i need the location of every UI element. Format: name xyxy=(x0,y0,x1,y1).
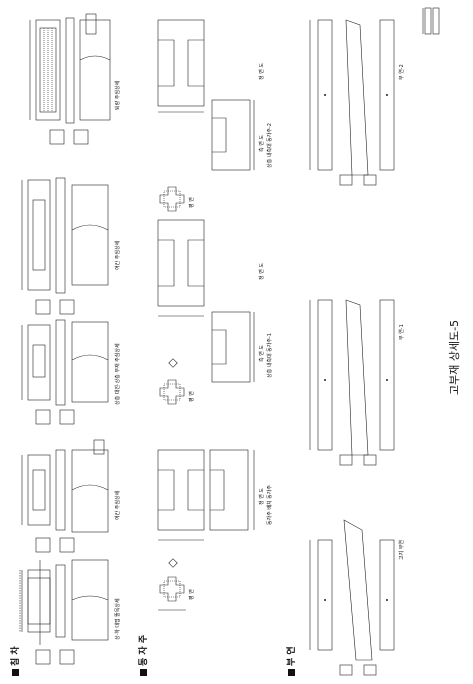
caption-post-front-2: 정 면 도 xyxy=(259,263,265,280)
caption-rafter-3: 부 연-2 xyxy=(399,64,405,80)
rafter-2 xyxy=(309,299,395,466)
rafter-detail xyxy=(422,7,440,35)
post-front-1 xyxy=(157,449,255,541)
post-front-2 xyxy=(157,219,255,383)
caption-tie-beam-3: 상층 대진·상층 부재 주심상세 xyxy=(115,343,121,405)
caption-post-group-3: 상층 내측대 동자주-2 xyxy=(267,123,273,168)
caption-tie-beam-2: 어칸 주심상세 xyxy=(115,490,121,520)
caption-rafter-1: 고지 부연 xyxy=(399,540,405,560)
caption-post-plan-3: 평 면 xyxy=(189,197,195,208)
caption-post-front-3: 정 면 도 xyxy=(259,63,265,80)
tie-beam-drawing-4 xyxy=(21,177,109,315)
section-header-tie-beam: 침 차 xyxy=(8,646,21,676)
caption-post-side-3: 측 면 도 xyxy=(259,135,265,152)
caption-post-plan-1: 평 면 xyxy=(189,589,195,600)
bullet-square-icon xyxy=(288,669,295,676)
caption-post-front-1: 정 면 도 xyxy=(259,488,265,505)
post-front-3 xyxy=(157,19,255,171)
rafter-3 xyxy=(309,19,395,186)
rafter-1 xyxy=(309,519,395,676)
rafter-marks xyxy=(324,94,388,601)
section-header-post: 동 자 주 xyxy=(136,635,149,676)
page-title: 고부재 상세도-5 xyxy=(448,319,461,395)
post-plan-2 xyxy=(159,358,185,405)
caption-post-group-1: 동자주 배치 동자주 xyxy=(267,485,273,525)
caption-tie-beam-4: 어칸 주심상세 xyxy=(115,240,121,270)
tie-beam-drawing-2 xyxy=(21,439,109,553)
caption-post-group-2: 상층 내측대 동자주-1 xyxy=(267,333,273,378)
tie-beam-drawing-3 xyxy=(21,319,109,425)
section-header-bracket: 부 연 xyxy=(284,646,297,676)
caption-tie-beam-1: 상·하 대접 뜰목상세 xyxy=(115,598,121,640)
caption-tie-beam-5: 퇴량 주심상세 xyxy=(115,80,121,110)
caption-post-side-2: 측 면 도 xyxy=(259,345,265,362)
tie-beam-drawing-5 xyxy=(29,13,111,145)
bullet-square-icon xyxy=(140,669,147,676)
post-plan-3 xyxy=(159,186,185,212)
caption-rafter-2: 부 연-1 xyxy=(399,324,405,340)
bullet-square-icon xyxy=(12,669,19,676)
caption-post-plan-2: 평 면 xyxy=(189,391,195,402)
tie-beam-drawing-1 xyxy=(19,559,109,665)
post-plan-1 xyxy=(158,558,186,611)
